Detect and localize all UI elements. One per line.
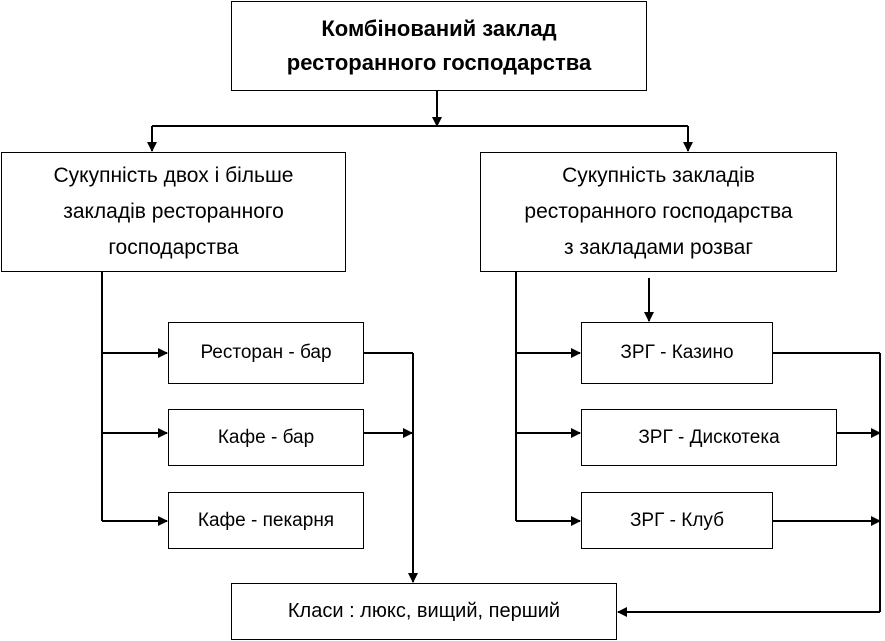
restaurant-bar-label: Ресторан - бар (200, 342, 332, 363)
casino-box: ЗРГ - Казино (581, 322, 773, 384)
restaurant-bar-box: Ресторан - бар (168, 322, 364, 384)
right-group-line-2: ресторанного господарства (524, 200, 793, 223)
top-title-line-2: ресторанного господарства (286, 50, 592, 75)
left-group-line-3: господарства (108, 236, 239, 259)
cafe-bar-label: Кафе - бар (217, 426, 315, 448)
cafe-bakery-label: Кафе - пекарня (197, 509, 335, 531)
left-group-line-2: закладів ресторанного (63, 200, 284, 223)
disco-label: ЗРГ - Дискотека (638, 426, 780, 448)
restaurant-entertainment-box: Сукупність закладів ресторанного господа… (480, 152, 837, 272)
combined-establishment-box: Комбінований заклад ресторанного господа… (231, 1, 647, 91)
classes-label: Класи : люкс, вищий, перший (287, 600, 561, 622)
right-group-line-1: Сукупність закладів (562, 164, 755, 187)
left-group-line-1: Сукупність двох і більше (53, 164, 294, 187)
cafe-bakery-box: Кафе - пекарня (168, 492, 364, 549)
cafe-bar-box: Кафе - бар (168, 409, 364, 466)
casino-label: ЗРГ - Казино (620, 342, 734, 363)
club-box: ЗРГ - Клуб (581, 492, 773, 549)
disco-box: ЗРГ - Дискотека (581, 409, 837, 466)
top-title-line-1: Комбінований заклад (321, 16, 557, 41)
restaurant-aggregate-box: Сукупність двох і більше закладів рестор… (1, 152, 346, 272)
club-label: ЗРГ - Клуб (629, 509, 725, 531)
classes-box: Класи : люкс, вищий, перший (231, 583, 617, 640)
right-group-line-3: з закладами розваг (563, 236, 754, 259)
